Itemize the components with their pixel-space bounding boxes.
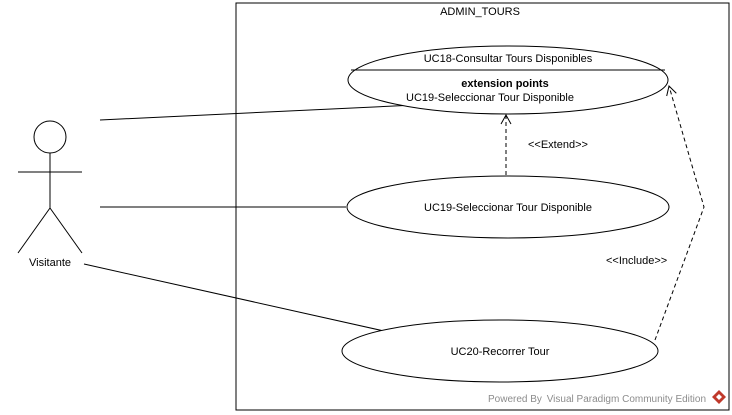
watermark-text: Powered By Visual Paradigm Community Edi… bbox=[488, 394, 706, 405]
actor-right-leg bbox=[49, 207, 83, 254]
include-arrow[interactable] bbox=[654, 85, 705, 341]
system-name: ADMIN_TOURS bbox=[440, 6, 520, 18]
association-uc18[interactable] bbox=[99, 103, 437, 121]
actor-visitante[interactable] bbox=[17, 120, 83, 254]
actor-name: Visitante bbox=[29, 257, 71, 269]
uc18-name: UC18-Consultar Tours Disponibles bbox=[424, 53, 593, 65]
use-case-uc19[interactable] bbox=[346, 175, 670, 239]
use-case-uc20[interactable] bbox=[341, 319, 659, 383]
uc18-extension-heading: extension points bbox=[461, 78, 548, 90]
include-label: <<Include>> bbox=[606, 255, 667, 267]
association-uc20[interactable] bbox=[83, 263, 385, 332]
actor-left-leg bbox=[17, 207, 51, 254]
visual-paradigm-logo-icon bbox=[712, 390, 726, 404]
uc20-name: UC20-Recorrer Tour bbox=[451, 346, 550, 358]
actor-head bbox=[33, 120, 67, 154]
uc18-extension-point: UC19-Seleccionar Tour Disponible bbox=[406, 92, 574, 104]
uc19-name: UC19-Seleccionar Tour Disponible bbox=[424, 202, 592, 214]
extend-label: <<Extend>> bbox=[528, 139, 588, 151]
use-case-uc18[interactable] bbox=[347, 45, 669, 115]
